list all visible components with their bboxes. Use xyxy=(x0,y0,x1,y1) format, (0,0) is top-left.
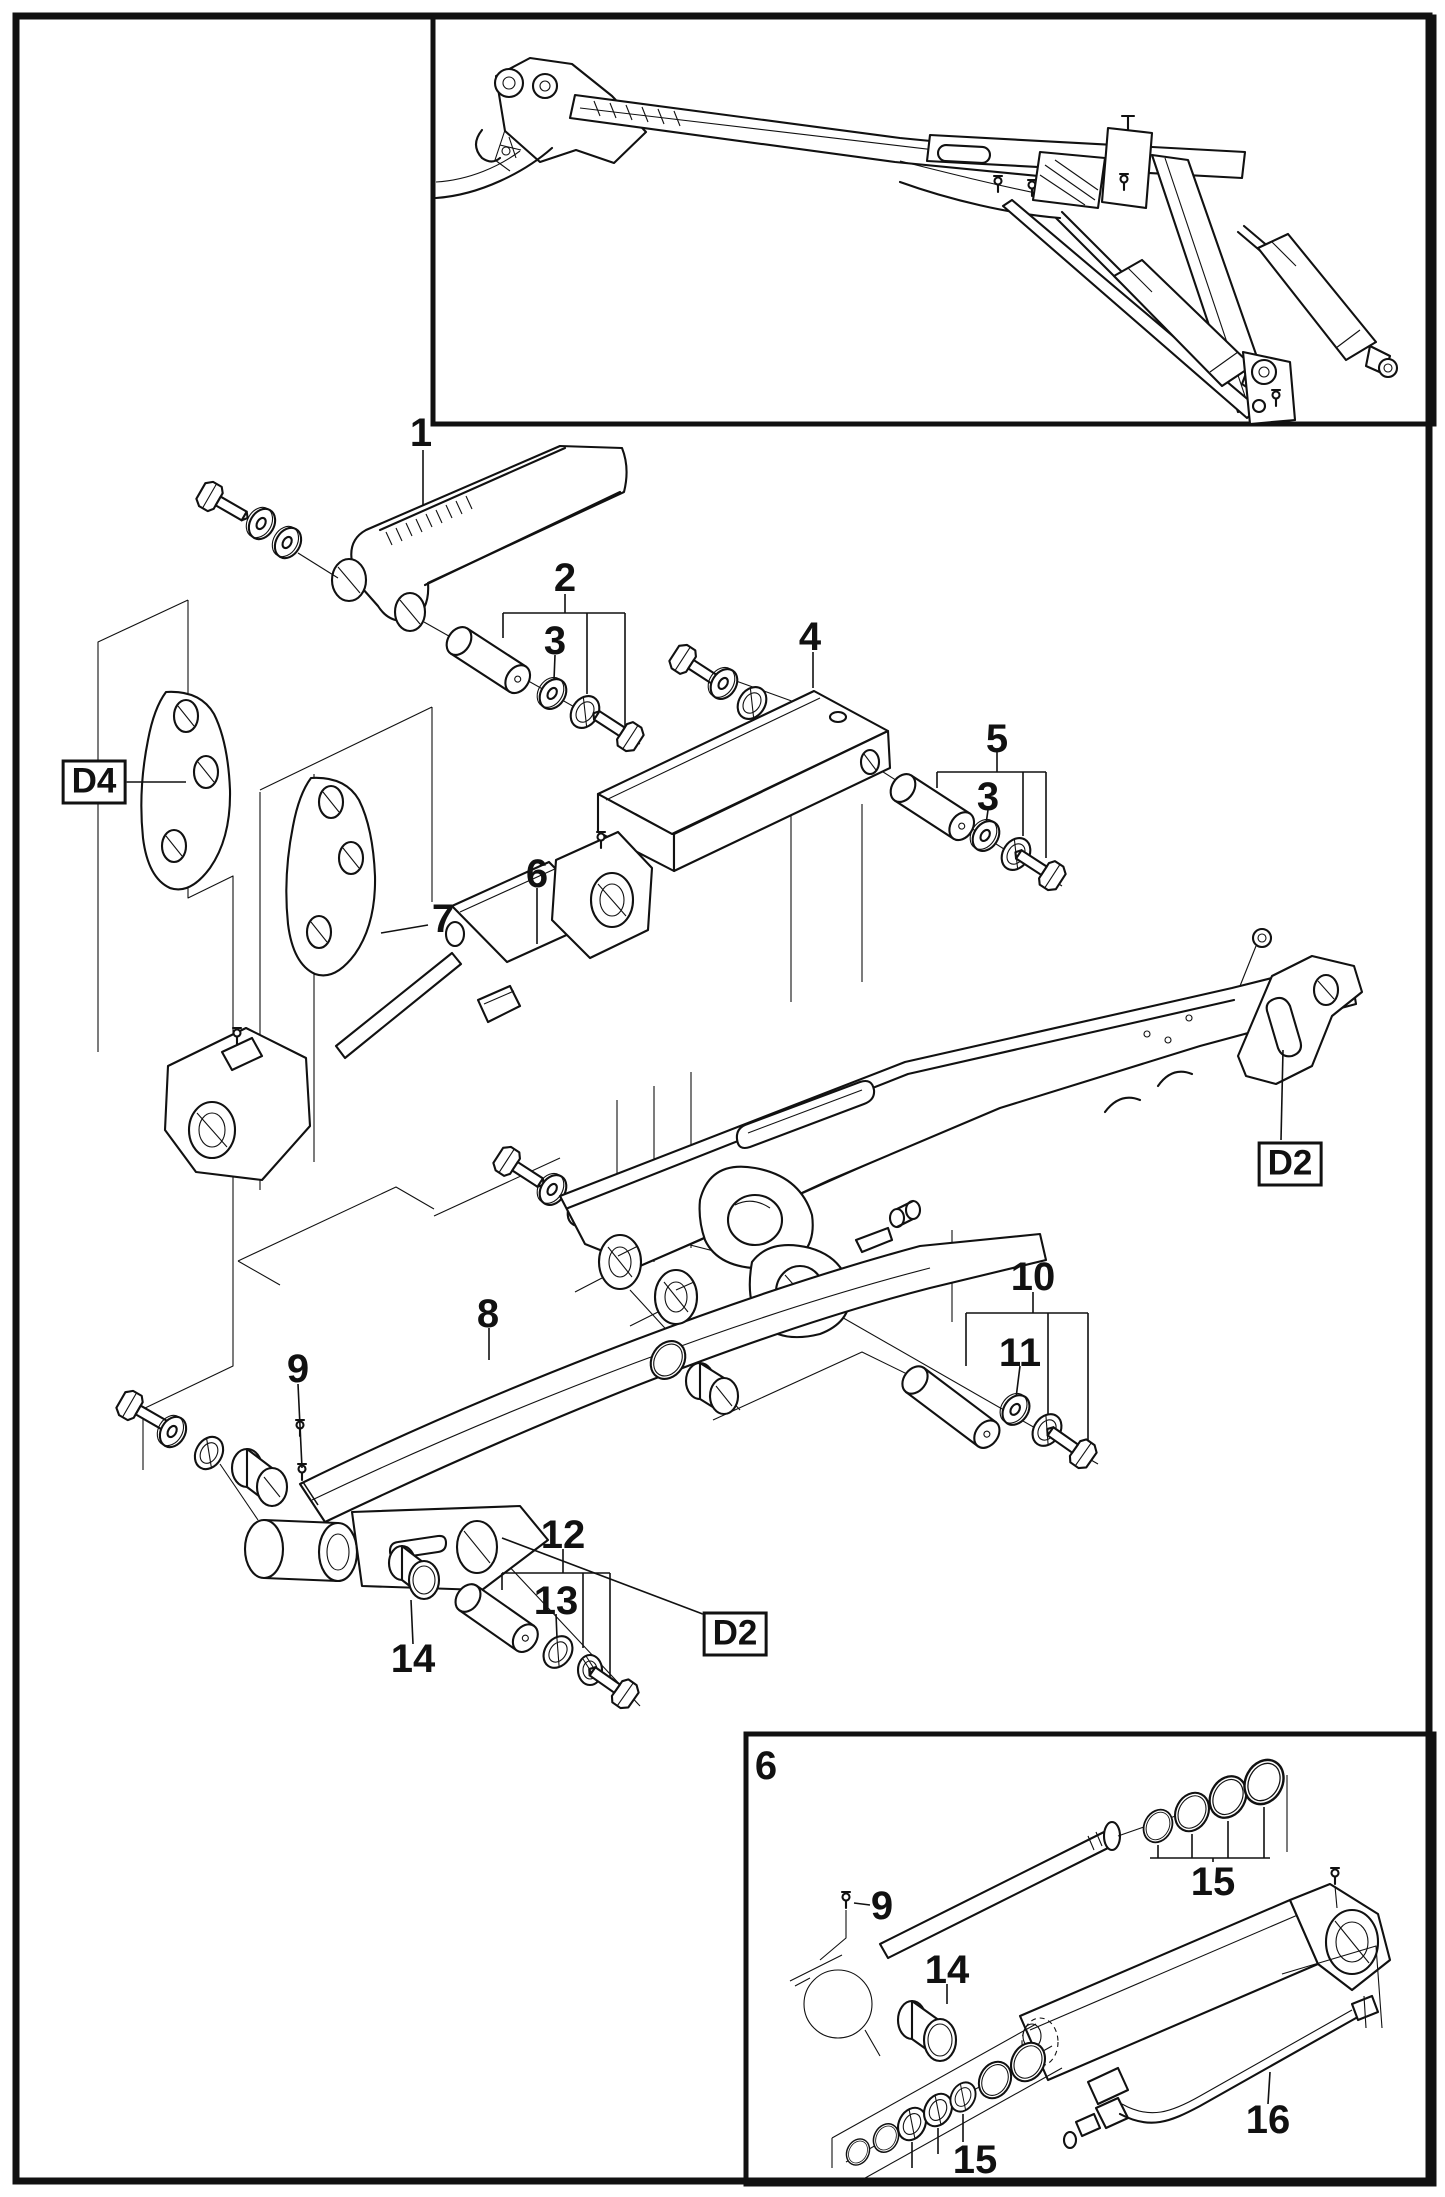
overview-inset-frame xyxy=(430,14,1437,427)
bolt-set-top-left xyxy=(192,477,339,579)
boom-d2 xyxy=(558,927,1364,1339)
pin-group-2 xyxy=(440,594,648,756)
part-1-link xyxy=(330,444,628,633)
hub-assembly xyxy=(112,1383,550,1645)
detail-inset xyxy=(743,1731,1437,2187)
part-7-plates xyxy=(122,690,429,977)
overview-inset xyxy=(430,14,1437,427)
pin-group-12 xyxy=(449,1537,709,1713)
part-6-cylinder xyxy=(163,830,654,1182)
part-4-channel xyxy=(596,640,892,873)
detail-inset-frame xyxy=(743,1731,1437,2187)
pin-group-5 xyxy=(884,752,1070,895)
part-8-arm xyxy=(298,1232,1048,1524)
pin-group-10 xyxy=(896,1292,1101,1473)
